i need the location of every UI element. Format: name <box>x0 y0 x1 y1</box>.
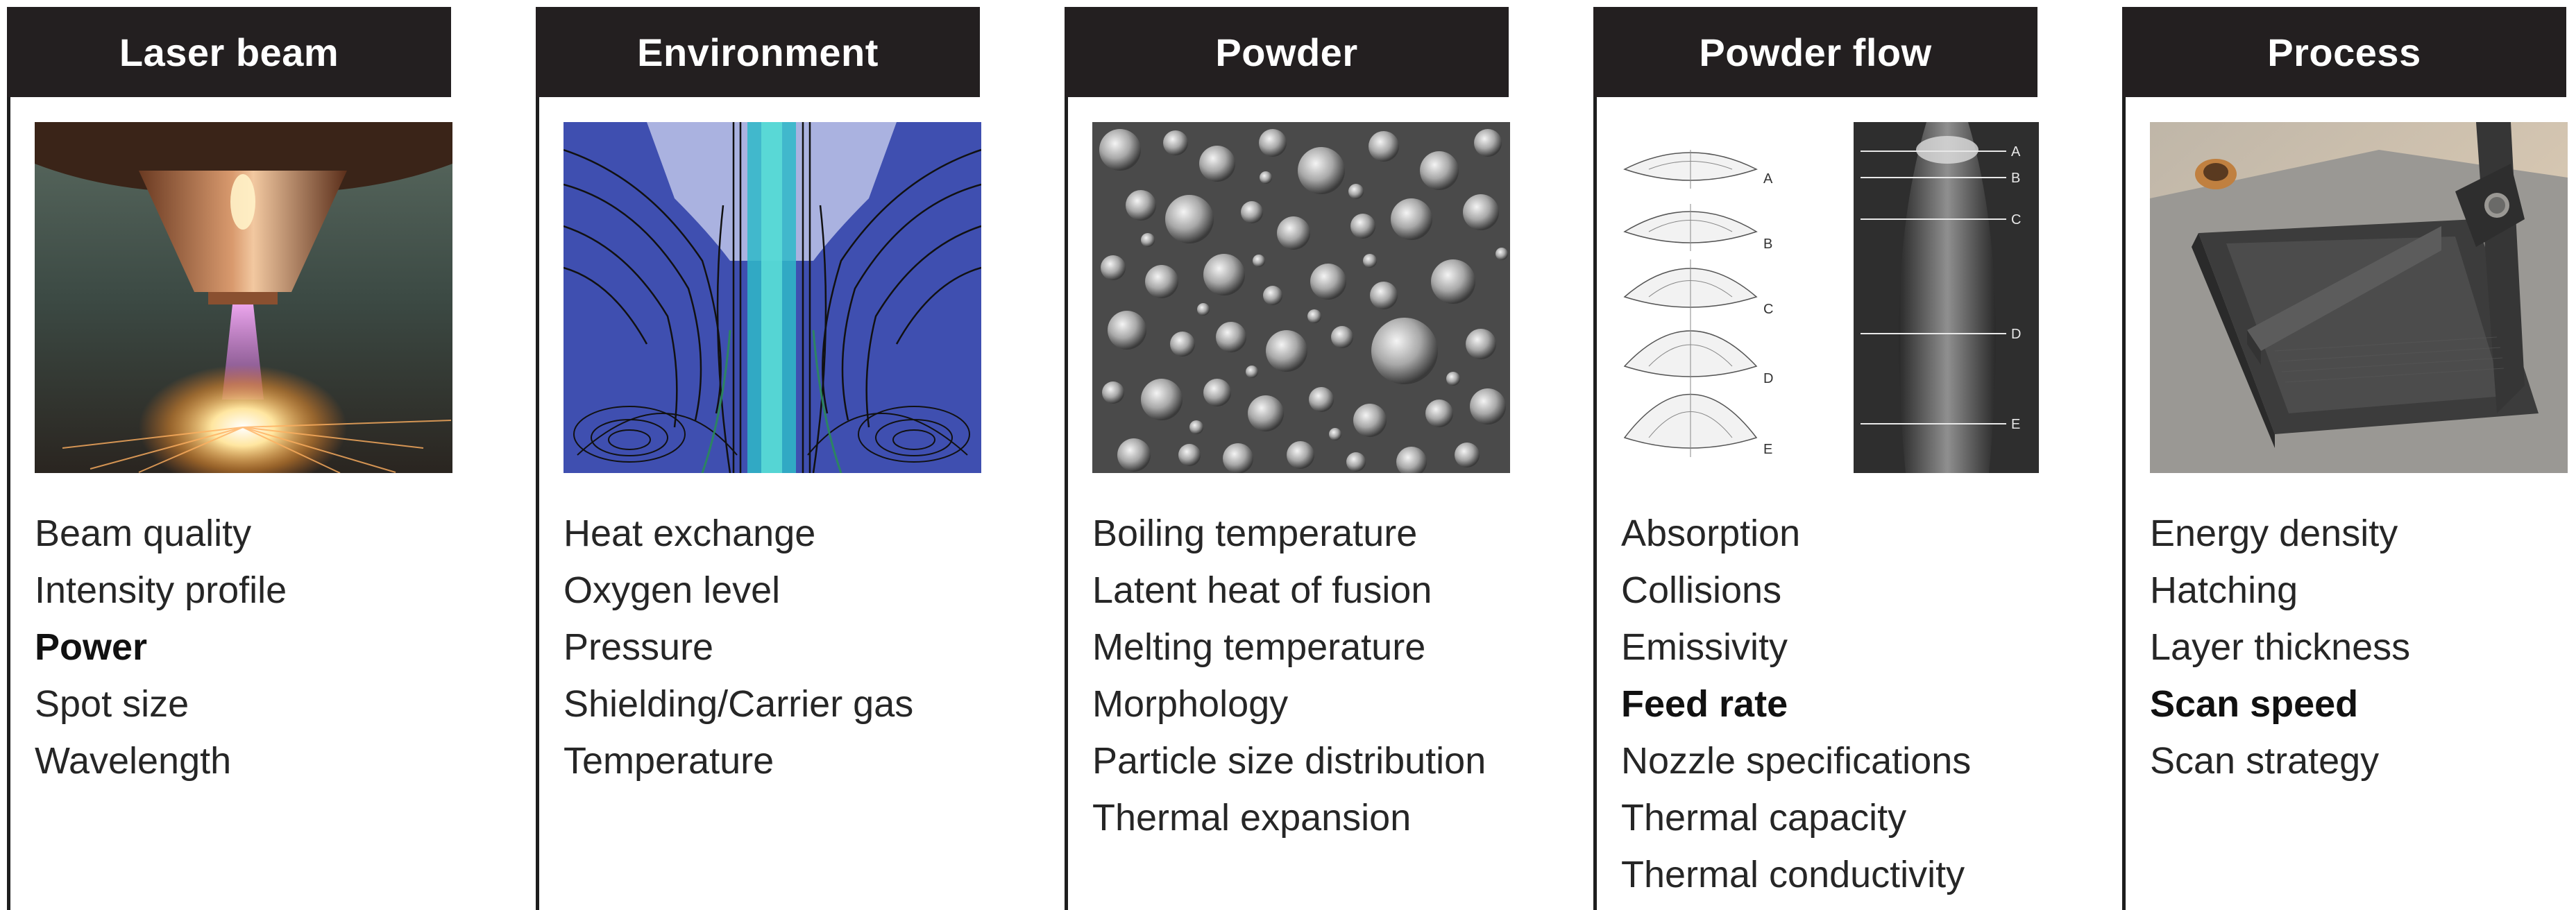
column-process: Process <box>2122 7 2568 910</box>
gas-flow-simulation <box>564 122 981 473</box>
list-item: Boiling temperature <box>1092 513 1418 554</box>
profile-label: B <box>2011 171 2020 186</box>
powder-micrograph <box>1092 122 1510 473</box>
parameter-list: Energy density Hatching Layer thickness … <box>2150 505 2410 789</box>
list-item: Wavelength <box>35 740 232 782</box>
powder-stream-profiles: A B C D E A B C D E <box>1621 122 2039 473</box>
column-powder: Powder <box>1065 7 1510 910</box>
column-laser-beam: Laser beam <box>7 7 452 910</box>
list-item: Thermal expansion <box>1092 797 1412 839</box>
column-header: Powder flow <box>1593 7 2037 97</box>
list-item: Layer thickness <box>2150 626 2411 668</box>
list-item: Pressure <box>564 626 714 668</box>
profile-label: E <box>1763 442 1772 457</box>
list-item: Morphology <box>1092 683 1289 725</box>
list-item: Particle size distribution <box>1092 740 1486 782</box>
column-powder-flow: Powder flow <box>1593 7 2039 910</box>
column-environment: Environment <box>536 7 981 910</box>
list-item: Thermal capacity <box>1621 797 1907 839</box>
list-item: Feed rate <box>1621 683 1788 725</box>
list-item: Shielding/Carrier gas <box>564 683 914 725</box>
column-header: Laser beam <box>7 7 451 97</box>
column-divider <box>1593 7 1597 910</box>
profile-label: A <box>1763 171 1773 187</box>
profile-label: C <box>2011 212 2021 228</box>
list-item: Heat exchange <box>564 513 816 554</box>
list-item: Thermal conductivity <box>1621 854 1965 895</box>
list-item: Power <box>35 626 148 668</box>
parameter-list: Beam quality Intensity profile Power Spo… <box>35 505 287 789</box>
profile-label: D <box>1763 371 1773 386</box>
list-item: Collisions <box>1621 569 1782 611</box>
column-divider <box>7 7 10 910</box>
list-item: Beam quality <box>35 513 252 554</box>
column-header: Environment <box>536 7 980 97</box>
list-item: Scan strategy <box>2150 740 2380 782</box>
printed-part-photo <box>2150 122 2568 473</box>
list-item: Nozzle specifications <box>1621 740 1972 782</box>
profile-label: A <box>2011 144 2021 160</box>
profile-label: E <box>2011 417 2020 432</box>
column-header: Powder <box>1065 7 1509 97</box>
column-divider <box>2122 7 2126 910</box>
profile-label: C <box>1763 302 1773 317</box>
list-item: Hatching <box>2150 569 2298 611</box>
profile-label: B <box>1763 237 1772 252</box>
list-item: Temperature <box>564 740 774 782</box>
list-item: Energy density <box>2150 513 2398 554</box>
list-item: Latent heat of fusion <box>1092 569 1432 611</box>
profile-label: D <box>2011 327 2021 342</box>
list-item: Oxygen level <box>564 569 781 611</box>
list-item: Emissivity <box>1621 626 1788 668</box>
parameter-list: Absorption Collisions Emissivity Feed ra… <box>1621 505 1971 903</box>
list-item: Absorption <box>1621 513 1801 554</box>
parameter-list: Heat exchange Oxygen level Pressure Shie… <box>564 505 913 789</box>
laser-nozzle-photo <box>35 122 452 473</box>
column-divider <box>1065 7 1068 910</box>
column-header: Process <box>2122 7 2566 97</box>
list-item: Spot size <box>35 683 189 725</box>
column-divider <box>536 7 539 910</box>
parameter-list: Boiling temperature Latent heat of fusio… <box>1092 505 1486 846</box>
list-item: Scan speed <box>2150 683 2359 725</box>
list-item: Melting temperature <box>1092 626 1426 668</box>
list-item: Intensity profile <box>35 569 287 611</box>
